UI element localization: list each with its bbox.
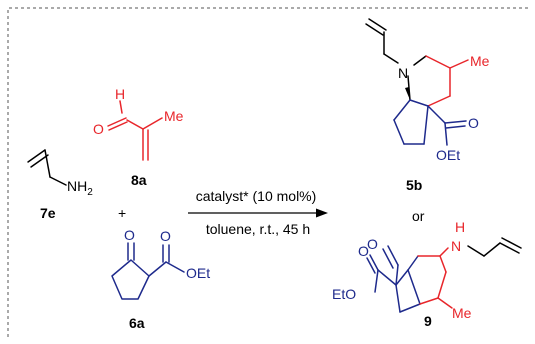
aldehyde-h: H — [115, 86, 125, 102]
plus-sign: + — [118, 205, 126, 221]
compound-9: O O EtO N H Me 9 — [332, 219, 522, 329]
ester-o: O — [160, 228, 171, 244]
ester-oet-5b: OEt — [436, 147, 460, 163]
methyl-me-5b: Me — [470, 53, 490, 69]
conditions-catalyst: catalyst* (10 mol%) — [196, 188, 317, 204]
compound-label-8a: 8a — [131, 172, 147, 188]
reaction-arrow — [188, 208, 328, 218]
compound-5b: N Me O OEt 5b — [365, 18, 490, 193]
methyl-me-9: Me — [452, 305, 472, 321]
nh2-text: NH2 — [67, 178, 93, 198]
compound-label-9: 9 — [424, 313, 432, 329]
ester-o-9: O — [358, 243, 369, 259]
nitrogen-n: N — [398, 65, 408, 81]
aldehyde-o: O — [93, 121, 104, 137]
ester-o-5b: O — [468, 115, 479, 131]
compound-8a: H O Me 8a — [93, 86, 184, 188]
amine-h-9: H — [455, 219, 465, 235]
compound-label-5b: 5b — [406, 177, 422, 193]
ester-eto-9: EtO — [332, 286, 356, 302]
ester-oet: OEt — [186, 265, 210, 281]
amine-n-9: N — [451, 238, 461, 254]
dashed-frame — [7, 7, 530, 337]
compound-label-7e: 7e — [40, 205, 56, 221]
conditions-solvent: toluene, r.t., 45 h — [206, 221, 310, 237]
ketone-o: O — [124, 227, 135, 243]
ketone-o-9: O — [367, 236, 378, 252]
methyl-me: Me — [164, 108, 184, 124]
compound-6a: O O OEt 6a — [111, 227, 210, 331]
compound-label-6a: 6a — [129, 315, 145, 331]
compound-7e: NH2 7e — [27, 149, 93, 221]
or-text: or — [412, 208, 425, 224]
